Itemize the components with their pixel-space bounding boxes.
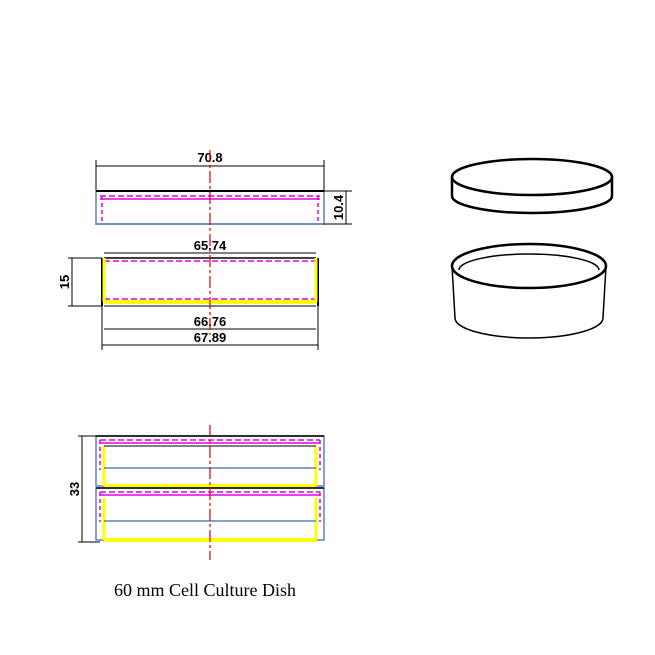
lid-view: 70.8 10.4 — [95, 150, 352, 225]
lid-height-label: 10.4 — [331, 194, 346, 220]
drawing-caption: 60 mm Cell Culture Dish — [114, 580, 296, 600]
stacked-view: 33 — [67, 435, 325, 543]
lid-3d-view — [450, 157, 614, 215]
dish-3d-view — [450, 242, 608, 339]
dish-view: 65.74 15 66.76 67.89 — [57, 238, 319, 350]
dish-height-label: 15 — [57, 275, 72, 289]
stack-height-label: 33 — [67, 482, 82, 496]
dish-outer-label: 67.89 — [194, 330, 227, 345]
